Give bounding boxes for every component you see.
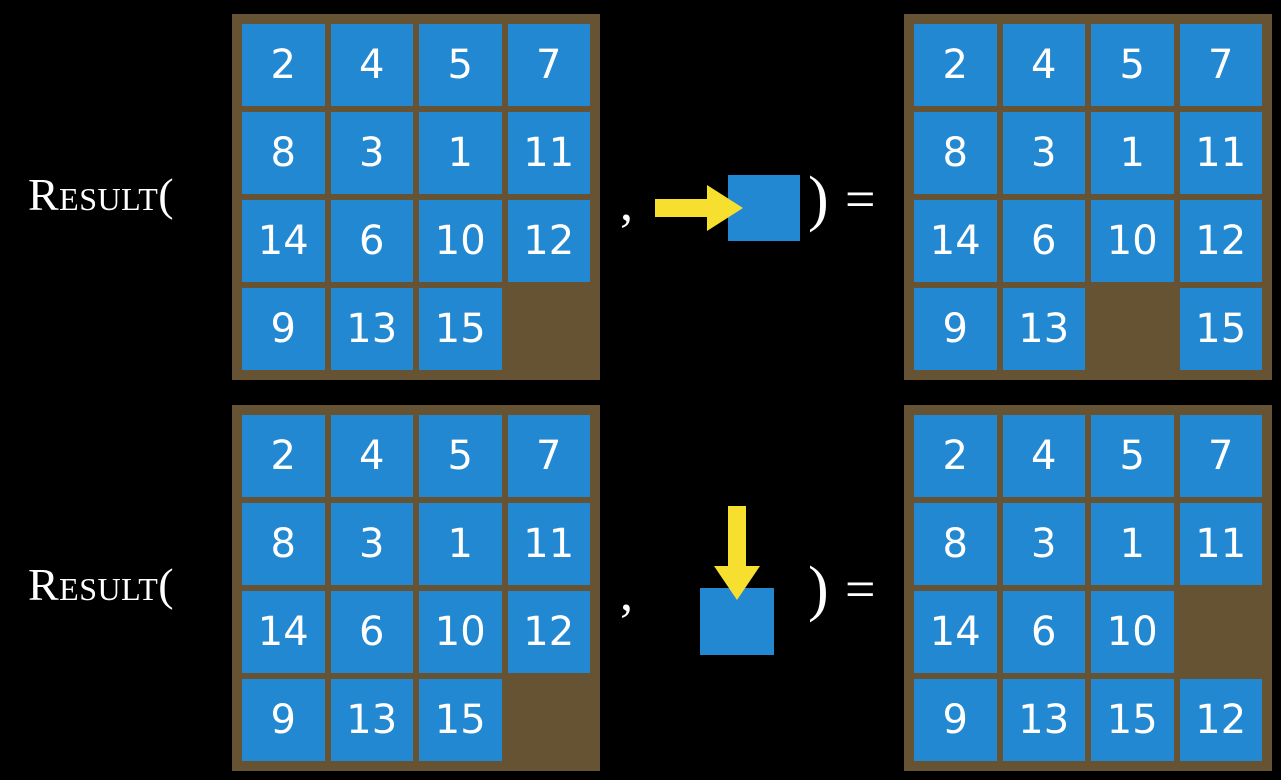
grid-tile[interactable]: 14 [914, 591, 997, 673]
grid-tile[interactable]: 11 [507, 112, 590, 194]
grid-tile[interactable]: 2 [914, 415, 997, 497]
grid-tile[interactable]: 15 [419, 288, 502, 370]
grid-tile[interactable]: 5 [419, 415, 502, 497]
grid-tile[interactable]: 3 [330, 503, 413, 585]
grid-tile[interactable]: 8 [914, 112, 997, 194]
grid-tile[interactable]: 11 [1179, 503, 1262, 585]
grid-tile[interactable]: 10 [1091, 200, 1174, 282]
equals-sign-1: = [845, 169, 876, 229]
input-grid-1: 2 4 5 7 8 3 1 11 14 6 10 12 9 13 15 [232, 14, 600, 380]
grid-tile[interactable]: 2 [242, 415, 325, 497]
grid-tile[interactable]: 1 [419, 112, 502, 194]
grid-tile[interactable]: 13 [1002, 288, 1085, 370]
grid-tile[interactable]: 8 [242, 112, 325, 194]
equals-sign-2: = [845, 559, 876, 619]
grid-tile[interactable]: 3 [330, 112, 413, 194]
grid-tile[interactable]: 9 [914, 679, 997, 761]
grid-tile[interactable]: 7 [1179, 24, 1262, 106]
grid-tile[interactable]: 5 [1091, 24, 1174, 106]
grid-tile[interactable]: 13 [330, 288, 413, 370]
comma-separator: , [620, 565, 633, 622]
grid-tile[interactable]: 13 [330, 679, 413, 761]
close-paren-1: ) [808, 165, 829, 233]
grid-tile[interactable]: 4 [330, 415, 413, 497]
result-function-label-2: Result( [28, 559, 175, 610]
grid-tile[interactable]: 6 [1002, 591, 1085, 673]
result-function-label-1: Result( [28, 169, 175, 220]
grid-tile[interactable]: 11 [507, 503, 590, 585]
grid-tile[interactable]: 9 [242, 288, 325, 370]
grid-tile[interactable]: 3 [1002, 503, 1085, 585]
grid-tile[interactable]: 14 [914, 200, 997, 282]
grid-tile[interactable]: 1 [419, 503, 502, 585]
grid-tile[interactable]: 6 [1002, 200, 1085, 282]
grid-tile[interactable]: 14 [242, 200, 325, 282]
grid-tile[interactable]: 12 [507, 200, 590, 282]
grid-tile[interactable]: 8 [242, 503, 325, 585]
grid-tile[interactable]: 15 [419, 679, 502, 761]
grid-tile[interactable]: 10 [1091, 591, 1174, 673]
grid-tile[interactable]: 2 [914, 24, 997, 106]
grid-tile[interactable]: 11 [1179, 112, 1262, 194]
grid-tile-empty [508, 288, 591, 370]
grid-tile[interactable]: 4 [330, 24, 413, 106]
grid-tile[interactable]: 1 [1091, 112, 1174, 194]
grid-tile[interactable]: 6 [330, 591, 413, 673]
grid-tile[interactable]: 15 [1091, 679, 1174, 761]
arrow-down-icon [714, 506, 760, 600]
grid-tile[interactable]: 14 [242, 591, 325, 673]
grid-tile-empty [508, 679, 591, 761]
equation-row-2: Result( 2 4 5 7 8 3 1 11 14 6 10 12 9 13… [0, 390, 1281, 780]
grid-tile[interactable]: 2 [242, 24, 325, 106]
close-paren-2: ) [808, 555, 829, 623]
grid-tile[interactable]: 7 [507, 415, 590, 497]
operator-area-2: , ) = [600, 390, 900, 780]
grid-tile[interactable]: 15 [1179, 288, 1262, 370]
grid-tile[interactable]: 9 [242, 679, 325, 761]
grid-tile[interactable]: 4 [1002, 24, 1085, 106]
grid-tile[interactable]: 13 [1002, 679, 1085, 761]
grid-tile[interactable]: 5 [419, 24, 502, 106]
grid-tile[interactable]: 10 [419, 591, 502, 673]
grid-tile[interactable]: 3 [1002, 112, 1085, 194]
input-grid-2: 2 4 5 7 8 3 1 11 14 6 10 12 9 13 15 [232, 405, 600, 771]
grid-tile[interactable]: 7 [507, 24, 590, 106]
grid-tile[interactable]: 12 [1179, 200, 1262, 282]
operator-area-1: , ) = [600, 0, 900, 390]
output-grid-1: 2 4 5 7 8 3 1 11 14 6 10 12 9 13 15 [904, 14, 1272, 380]
grid-tile-empty [1180, 591, 1263, 673]
grid-tile[interactable]: 10 [419, 200, 502, 282]
grid-tile[interactable]: 7 [1179, 415, 1262, 497]
comma-separator: , [620, 175, 633, 232]
output-grid-2: 2 4 5 7 8 3 1 11 14 6 10 9 13 15 12 [904, 405, 1272, 771]
grid-tile[interactable]: 5 [1091, 415, 1174, 497]
grid-tile[interactable]: 12 [1179, 679, 1262, 761]
grid-tile[interactable]: 8 [914, 503, 997, 585]
grid-tile[interactable]: 6 [330, 200, 413, 282]
grid-tile[interactable]: 1 [1091, 503, 1174, 585]
grid-tile[interactable]: 9 [914, 288, 997, 370]
equation-row-1: Result( 2 4 5 7 8 3 1 11 14 6 10 12 9 13… [28, 0, 1272, 390]
arrow-right-icon [655, 185, 743, 231]
grid-tile-empty [1091, 288, 1174, 370]
grid-tile[interactable]: 4 [1002, 415, 1085, 497]
grid-tile[interactable]: 12 [507, 591, 590, 673]
